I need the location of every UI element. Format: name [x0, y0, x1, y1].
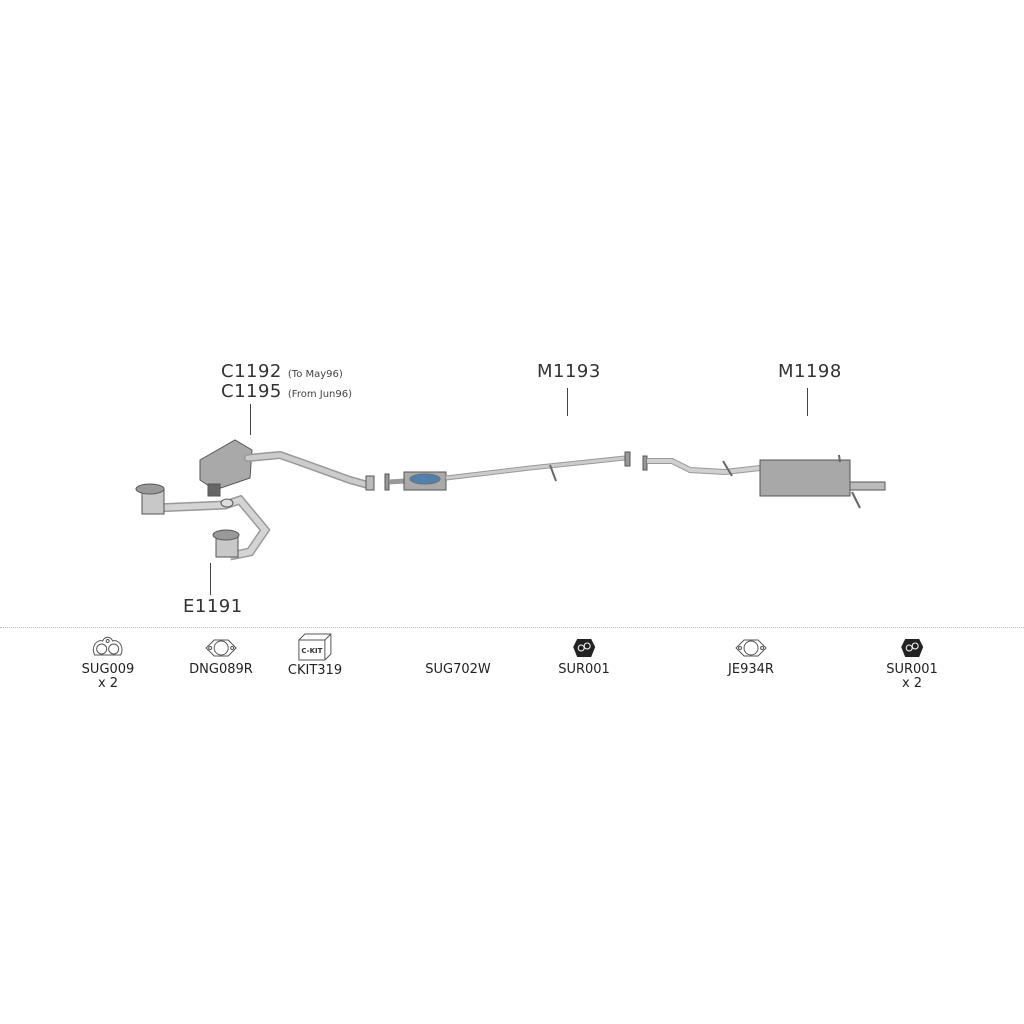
front-pipe-code: E1191: [183, 596, 243, 617]
catalyst-code-2: C1195 (From Jun96): [221, 382, 352, 405]
part-qty: x 2: [97, 676, 119, 691]
rubber-mount-icon: [573, 639, 595, 657]
date-note: (To May96): [287, 369, 343, 380]
part-je934r[interactable]: JE934R: [728, 635, 774, 677]
part-code: SUG009: [81, 662, 135, 677]
part-sur001-x2[interactable]: SUR001 x 2: [886, 635, 938, 691]
rear-silencer-leader-line: [807, 388, 808, 416]
catalyst-drawing: [199, 439, 375, 497]
part-code: CKIT319: [287, 663, 343, 678]
part-sug702w[interactable]: SUG702W: [425, 663, 491, 677]
part-code: SUG702W: [425, 662, 491, 677]
fitting-kit-box-icon: C-KIT: [298, 633, 332, 661]
code-text: C1195: [221, 381, 282, 402]
section-divider: [0, 627, 1024, 628]
part-sur001[interactable]: SUR001: [558, 635, 610, 677]
rear-silencer-code: M1198: [778, 361, 842, 382]
front-pipe-leader-line: [210, 563, 211, 595]
part-code: DNG089R: [189, 662, 253, 677]
front-pipe-drawing: [135, 483, 271, 561]
kit-box-text: C-KIT: [301, 647, 322, 655]
gasket-two-bolt-icon: [735, 639, 767, 657]
centre-silencer-code: M1193: [537, 361, 601, 382]
centre-silencer-drawing: [384, 451, 631, 491]
part-code: SUR001: [886, 662, 938, 677]
catalyst-leader-line: [250, 404, 251, 435]
part-sug009[interactable]: SUG009 x 2: [81, 635, 135, 691]
part-dng089r[interactable]: DNG089R: [189, 635, 253, 677]
part-ckit319[interactable]: C-KIT CKIT319: [288, 632, 342, 678]
rubber-mount-icon: [901, 639, 923, 657]
gasket-three-bolt-icon: [93, 636, 123, 656]
part-code: SUR001: [558, 662, 610, 677]
gasket-two-bolt-icon: [205, 639, 237, 657]
catalyst-code-1: C1192 (To May96): [221, 362, 343, 385]
part-qty: x 2: [901, 676, 923, 691]
date-note: (From Jun96): [287, 389, 352, 400]
centre-silencer-leader-line: [567, 388, 568, 416]
code-text: C1192: [221, 361, 282, 382]
part-code: JE934R: [728, 662, 774, 677]
rear-silencer-drawing: [642, 454, 886, 509]
